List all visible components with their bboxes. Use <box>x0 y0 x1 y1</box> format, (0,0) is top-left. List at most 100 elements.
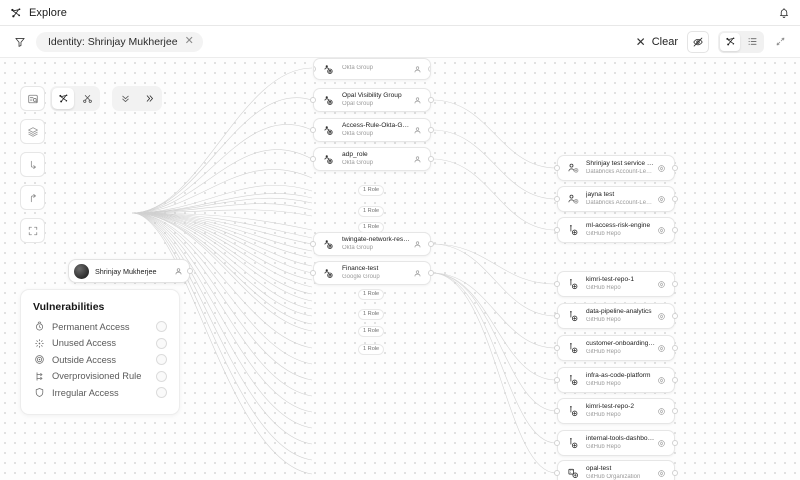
vulnerability-row[interactable]: Outside Access <box>33 354 167 365</box>
fit-screen-icon[interactable] <box>20 218 45 243</box>
filter-bar-actions: ✕ Clear <box>636 30 786 53</box>
users-icon[interactable] <box>411 65 424 74</box>
group-google-icon <box>321 267 338 280</box>
vulnerability-toggle[interactable] <box>156 321 167 332</box>
service-account-icon <box>565 162 582 175</box>
vulnerability-label: Permanent Access <box>52 321 130 332</box>
node-port-out <box>672 408 678 414</box>
vulnerability-label: Outside Access <box>52 354 117 365</box>
vulnerability-row[interactable]: Permanent Access <box>33 321 167 332</box>
edge-label: 1 Role <box>358 206 385 217</box>
node-port-out <box>428 156 434 162</box>
expand-all-icon[interactable] <box>114 88 136 109</box>
view-mode-segmented-control <box>718 30 764 53</box>
node-port-out <box>428 241 434 247</box>
users-icon[interactable] <box>411 240 424 249</box>
canvas-float-toolbar <box>50 86 162 111</box>
bell-icon[interactable] <box>778 7 790 19</box>
middle-node[interactable]: twingate-network-resourcesOkta Group <box>310 232 434 256</box>
close-icon[interactable]: ✕ <box>184 35 194 47</box>
vulnerability-toggle[interactable] <box>156 370 167 382</box>
github-repo-icon <box>565 310 582 323</box>
node-label: data-pipeline-analytics <box>586 307 652 315</box>
right-node[interactable]: Shrinjay test service acco...Databricks … <box>554 155 678 181</box>
users-icon[interactable] <box>411 96 424 105</box>
layers-icon[interactable] <box>20 119 45 144</box>
users-icon[interactable] <box>411 269 424 278</box>
filter-chip-identity[interactable]: Identity: Shrinjay Mukherjee ✕ <box>36 31 203 52</box>
search-nodes-icon[interactable] <box>20 86 45 111</box>
filter-icon[interactable] <box>14 36 26 48</box>
vulnerability-row[interactable]: Unused Access <box>33 337 167 349</box>
github-repo-icon <box>565 374 582 387</box>
prune-icon[interactable] <box>76 88 98 109</box>
layout-toggle-group <box>50 86 100 111</box>
collapse-up-icon[interactable] <box>20 185 45 210</box>
settings-icon[interactable] <box>655 469 668 478</box>
settings-icon[interactable] <box>655 312 668 321</box>
vulnerability-toggle[interactable] <box>156 337 167 349</box>
settings-icon[interactable] <box>655 407 668 416</box>
node-port-in <box>310 156 316 162</box>
edge-label: 1 Role <box>358 185 385 196</box>
users-icon[interactable] <box>411 155 424 164</box>
clear-button[interactable]: ✕ Clear <box>636 35 678 49</box>
clear-button-label: Clear <box>651 35 678 48</box>
node-subtitle: GitHub Repo <box>586 230 621 237</box>
expand-down-icon[interactable] <box>20 152 45 177</box>
node-label: kimri-test-repo-1 <box>586 275 634 283</box>
node-port-in <box>554 377 560 383</box>
node-label: infra-as-code-platform <box>586 371 651 379</box>
settings-icon[interactable] <box>655 195 668 204</box>
settings-icon[interactable] <box>655 280 668 289</box>
settings-icon[interactable] <box>655 376 668 385</box>
vulnerability-toggle[interactable] <box>156 387 167 398</box>
node-port-in <box>554 440 560 446</box>
hide-toggle-button[interactable] <box>687 30 709 53</box>
settings-icon[interactable] <box>655 164 668 173</box>
edge-label: 1 Role <box>358 344 385 355</box>
collapse-panel-button[interactable] <box>773 36 786 47</box>
vulnerability-row[interactable]: Irregular Access <box>33 387 167 398</box>
github-repo-icon <box>565 224 582 237</box>
settings-icon[interactable] <box>655 344 668 353</box>
vulnerability-toggle[interactable] <box>156 354 167 365</box>
tab-list-view[interactable] <box>742 33 762 51</box>
avatar <box>74 263 89 279</box>
node-subtitle: GitHub Repo <box>586 411 621 418</box>
vulnerability-row[interactable]: Overprovisioned Rule <box>33 370 167 382</box>
settings-icon[interactable] <box>655 439 668 448</box>
group-okta-icon <box>321 63 338 76</box>
graph-layout-icon[interactable] <box>52 88 74 109</box>
node-port-out <box>672 196 678 202</box>
users-icon[interactable] <box>411 126 424 135</box>
tab-graph-view[interactable] <box>720 32 740 51</box>
middle-node[interactable]: Okta Group <box>313 58 431 80</box>
root-identity-node[interactable]: Shrinjay Mukherjee <box>68 259 193 283</box>
expand-next-icon[interactable] <box>138 88 160 109</box>
node-subtitle: GitHub Repo <box>586 443 621 450</box>
filter-chip-label: Identity: Shrinjay Mukherjee <box>48 35 178 48</box>
settings-icon[interactable] <box>655 226 668 235</box>
